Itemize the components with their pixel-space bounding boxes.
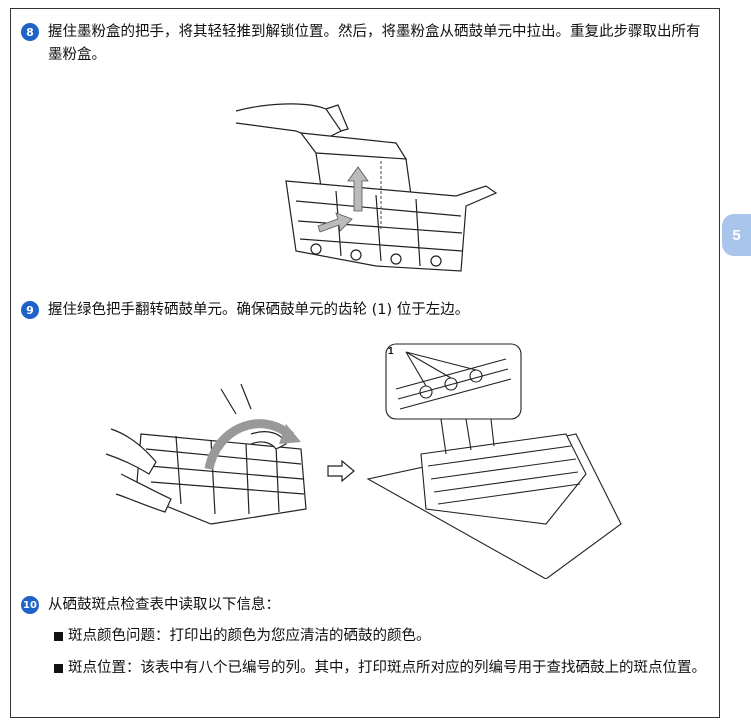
step-number-badge: 8 — [21, 23, 39, 41]
illustration-remove-toner — [235, 103, 498, 272]
step-text: 握住绿色把手翻转硒鼓单元。确保硒鼓单元的齿轮 (1) 位于左边。 — [48, 302, 470, 318]
manual-page-frame: 8 握住墨粉盒的把手，将其轻轻推到解锁位置。然后，将墨粉盒从硒鼓单元中拉出。重复… — [10, 8, 720, 718]
bullet-item: 斑点颜色问题：打印出的颜色为您应清洁的硒鼓的颜色。 — [54, 624, 708, 648]
step-9: 9 握住绿色把手翻转硒鼓单元。确保硒鼓单元的齿轮 (1) 位于左边。 — [21, 299, 708, 322]
next-arrow-icon — [327, 459, 355, 483]
bullet-square-icon — [54, 664, 63, 673]
chapter-tab: 5 — [722, 214, 751, 256]
illustration-flip-drum — [105, 383, 307, 525]
bullet-square-icon — [54, 632, 63, 641]
bullet-text: 斑点位置：该表中有八个已编号的列。其中，打印斑点所对应的列编号用于查找硒鼓上的斑… — [68, 660, 706, 676]
step-8: 8 握住墨粉盒的把手，将其轻轻推到解锁位置。然后，将墨粉盒从硒鼓单元中拉出。重复… — [21, 21, 708, 67]
bullet-item: 斑点位置：该表中有八个已编号的列。其中，打印斑点所对应的列编号用于查找硒鼓上的斑… — [54, 656, 708, 680]
gear-callout-label: 1 — [388, 346, 394, 357]
step-number-badge: 9 — [21, 301, 39, 319]
step-text: 握住墨粉盒的把手，将其轻轻推到解锁位置。然后，将墨粉盒从硒鼓单元中拉出。重复此步… — [48, 24, 701, 63]
step-text: 从硒鼓斑点检查表中读取以下信息： — [48, 597, 280, 613]
bullet-text: 斑点颜色问题：打印出的颜色为您应清洁的硒鼓的颜色。 — [68, 628, 431, 644]
step-10: 10 从硒鼓斑点检查表中读取以下信息： — [21, 594, 708, 617]
step-number-badge: 10 — [21, 596, 39, 614]
illustration-drum-gears: 1 — [366, 343, 622, 579]
